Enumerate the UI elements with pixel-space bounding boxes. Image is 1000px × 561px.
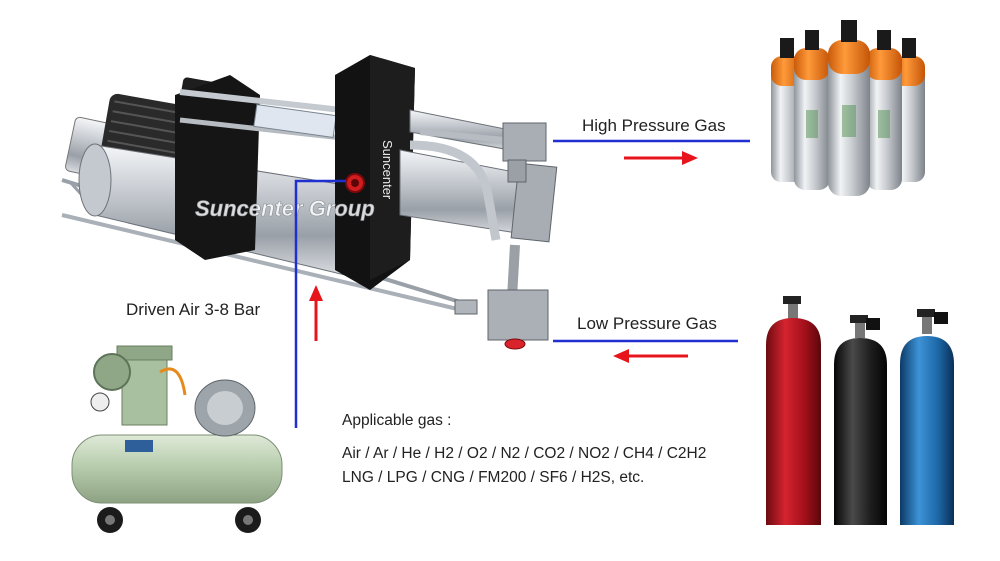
high-pressure-cylinders-image [771, 20, 925, 196]
low-pressure-arrow-icon [613, 349, 688, 363]
low-pressure-label: Low Pressure Gas [577, 314, 717, 333]
booster-brand-text: Suncenter [380, 140, 395, 200]
gas-booster-image: Suncenter Suncenter Group [61, 55, 558, 350]
applicable-gas-heading: Applicable gas : [342, 412, 451, 429]
driven-air-label: Driven Air 3-8 Bar [126, 300, 260, 319]
low-pressure-tanks-image [766, 296, 954, 525]
applicable-gas-line-1: Air / Ar / He / H2 / O2 / N2 / CO2 / NO2… [342, 445, 706, 462]
applicable-gas-line-2: LNG / LPG / CNG / FM200 / SF6 / H2S, etc… [342, 469, 644, 486]
driven-air-arrow-icon [309, 285, 323, 341]
driven-air-line [294, 179, 346, 428]
high-pressure-label: High Pressure Gas [582, 116, 726, 135]
high-pressure-arrow-icon [624, 151, 698, 165]
watermark-text: Suncenter Group [195, 196, 375, 221]
air-compressor-image [71, 345, 283, 533]
